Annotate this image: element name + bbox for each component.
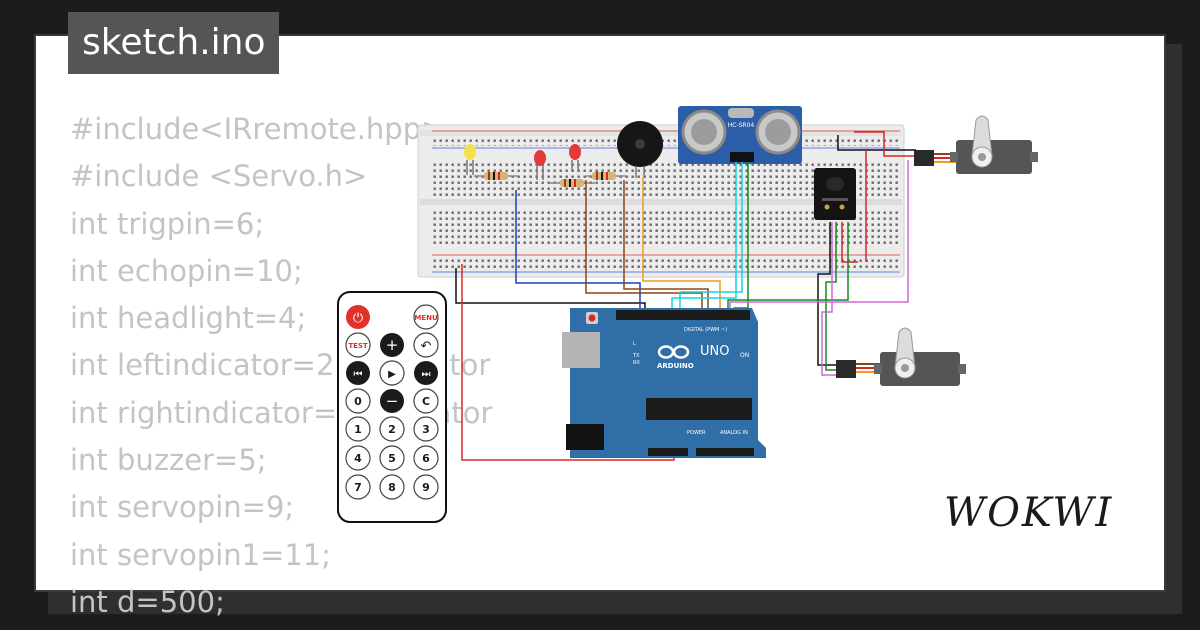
digit-button-7[interactable]: 7 <box>345 474 371 500</box>
sketch-title-badge[interactable]: sketch.ino <box>68 12 280 74</box>
yellow-led[interactable] <box>464 144 476 175</box>
board-name: UNO <box>700 344 729 359</box>
back-button[interactable]: ↶ <box>413 332 439 358</box>
code-line: int trigpin=6; <box>70 206 265 241</box>
digit-label: 5 <box>388 452 396 465</box>
digit-label: 6 <box>422 452 430 465</box>
power-icon: ⏻ <box>353 311 363 326</box>
digit-button-6[interactable]: 6 <box>413 445 439 471</box>
l-led-label: L <box>633 341 636 347</box>
digit-label: 4 <box>354 452 362 465</box>
code-line: int buzzer=5; <box>70 443 267 478</box>
clear-button[interactable]: C <box>413 388 439 414</box>
resistor-2[interactable] <box>550 179 595 187</box>
prev-icon: ⏮ <box>354 369 363 380</box>
ultrasonic-sensor[interactable]: HC-SR04 <box>678 106 802 164</box>
analog-header-label: ANALOG IN <box>720 430 748 436</box>
clear-label: C <box>422 395 430 408</box>
digit-label: 2 <box>388 423 396 436</box>
play-icon: ▶ <box>388 369 396 380</box>
next-button[interactable]: ⏭ <box>414 361 438 385</box>
code-line: int echopin=10; <box>70 253 303 288</box>
menu-button[interactable]: MENU <box>413 304 439 330</box>
power-button[interactable]: ⏻ <box>346 305 370 329</box>
resistor-3[interactable] <box>586 172 626 180</box>
digit-button-2[interactable]: 2 <box>379 416 405 442</box>
minus-button[interactable]: − <box>380 389 404 413</box>
digit-label: 1 <box>354 423 362 436</box>
next-icon: ⏭ <box>422 369 431 380</box>
code-line: int servopin1=11; <box>70 537 332 572</box>
digit-label: 8 <box>388 481 396 494</box>
prev-button[interactable]: ⏮ <box>346 361 370 385</box>
test-button[interactable]: TEST <box>345 332 371 358</box>
red-led-right[interactable] <box>569 144 581 172</box>
digital-header-label: DIGITAL (PWM ~) <box>684 327 727 333</box>
zero-button[interactable]: 0 <box>345 388 371 414</box>
wokwi-logo: WOKWI <box>944 490 1114 536</box>
ir-remote[interactable]: ⏻ MENU TEST + ↶ ⏮ ▶ ⏭ <box>337 291 447 523</box>
board-maker: ARDUINO <box>657 362 694 370</box>
code-line: int d=500; <box>70 584 225 619</box>
minus-icon: − <box>386 392 399 410</box>
resistor-1[interactable] <box>474 172 518 180</box>
servo-bottom[interactable] <box>836 327 966 386</box>
menu-button-label: MENU <box>414 314 438 322</box>
code-line: #include <Servo.h> <box>70 159 368 194</box>
code-preview: #include<IRremote.hpp> #include <Servo.h>… <box>70 106 492 626</box>
digit-button-8[interactable]: 8 <box>379 474 405 500</box>
test-button-label: TEST <box>348 342 368 350</box>
digit-button-9[interactable]: 9 <box>413 474 439 500</box>
digit-button-3[interactable]: 3 <box>413 416 439 442</box>
servo-top[interactable] <box>914 115 1038 174</box>
rx-led-label: RX <box>633 360 640 366</box>
digit-label: 9 <box>422 481 430 494</box>
arduino-uno-board[interactable]: UNO ARDUINO DIGITAL (PWM ~) POWER ANALOG… <box>562 308 766 458</box>
digit-button-1[interactable]: 1 <box>345 416 371 442</box>
zero-label: 0 <box>354 395 362 408</box>
digit-label: 3 <box>422 423 430 436</box>
code-line: int servopin=9; <box>70 490 295 525</box>
tx-led-label: TX <box>632 353 640 359</box>
digit-button-5[interactable]: 5 <box>379 445 405 471</box>
on-led-label: ON <box>740 352 749 359</box>
ir-receiver[interactable] <box>814 168 856 220</box>
sensor-label: HC-SR04 <box>728 122 755 129</box>
play-button[interactable]: ▶ <box>379 360 405 386</box>
power-header-label: POWER <box>687 430 706 436</box>
back-icon: ↶ <box>421 339 432 354</box>
plus-icon: + <box>386 336 399 354</box>
buzzer[interactable] <box>617 121 663 178</box>
plus-button[interactable]: + <box>380 333 404 357</box>
red-led-left[interactable] <box>534 150 546 180</box>
code-line: #include<IRremote.hpp> <box>70 112 446 146</box>
code-line: int headlight=4; <box>70 301 307 336</box>
digit-button-4[interactable]: 4 <box>345 445 371 471</box>
digit-label: 7 <box>354 481 362 494</box>
